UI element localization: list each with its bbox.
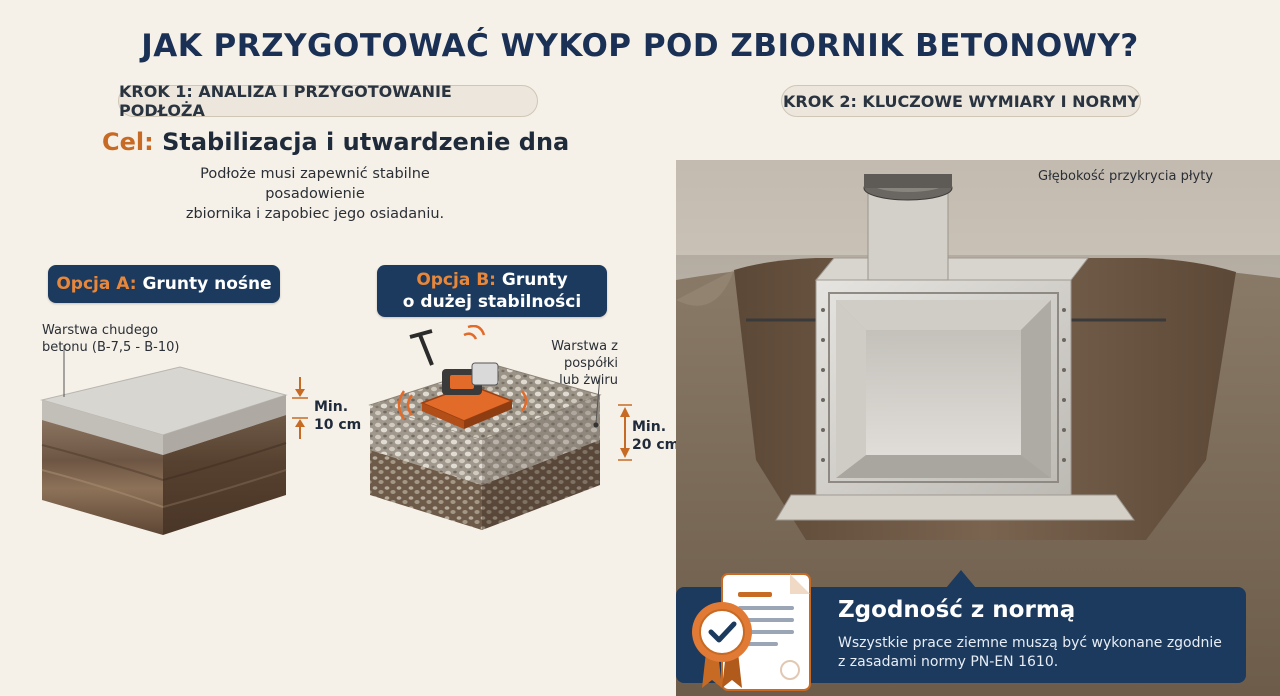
plate-compactor-icon <box>409 329 515 429</box>
goal-heading: Cel: Stabilizacja i utwardzenie dna <box>102 128 569 156</box>
goal-description-line1: Podłoże musi zapewnić stabilne posadowie… <box>200 166 430 202</box>
step1-badge: KROK 1: ANALIZA I PRZYGOTOWANIE PODŁOŻA <box>118 82 538 120</box>
option-b-prefix: Opcja B: <box>416 270 496 290</box>
norm-title: Zgodność z normą <box>838 597 1076 623</box>
option-a-layer-label: Warstwa chudego betonu (B-7,5 - B-10) <box>42 322 179 356</box>
option-b-min-line2: 20 cm <box>632 437 680 453</box>
norm-pointer <box>946 570 976 588</box>
goal-text: Stabilizacja i utwardzenie dna <box>162 128 570 156</box>
certificate-icon <box>692 573 811 691</box>
option-b-min-line1: Min. <box>632 419 667 435</box>
option-a-prefix: Opcja A: <box>56 274 137 294</box>
option-b-layer-line2: lub żwiru <box>559 373 618 388</box>
option-b-layer-label: Warstwa z pospółki lub żwiru <box>500 338 618 389</box>
option-b-illustration <box>368 325 632 530</box>
option-a-illustration <box>40 345 308 535</box>
option-a-label: Grunty nośne <box>142 274 272 294</box>
option-b-min-label: Min. 20 cm <box>632 418 679 454</box>
norm-text-line2: z zasadami normy PN-EN 1610. <box>838 654 1059 670</box>
option-b-label-line1: Grunty <box>501 270 568 290</box>
goal-description: Podłoże musi zapewnić stabilne posadowie… <box>150 164 480 224</box>
option-a-layer-line1: Warstwa chudego <box>42 323 159 338</box>
page-title: JAK PRZYGOTOWAĆ WYKOP POD ZBIORNIK BETON… <box>141 28 1139 64</box>
option-a-min-label: Min. 10 cm <box>314 398 361 434</box>
norm-text: Wszystkie prace ziemne muszą być wykonan… <box>838 634 1228 672</box>
option-a-min-line2: 10 cm <box>314 417 362 433</box>
option-a-min-line1: Min. <box>314 399 349 415</box>
option-a-layer-line2: betonu (B-7,5 - B-10) <box>42 340 180 355</box>
option-a-badge: Opcja A: Grunty nośne <box>48 265 280 303</box>
norm-text-line1: Wszystkie prace ziemne muszą być wykonan… <box>838 635 1222 651</box>
goal-prefix: Cel: <box>102 128 154 156</box>
option-b-layer-line1: Warstwa z pospółki <box>551 339 618 371</box>
cover-depth-label: Głębokość przykrycia płyty <box>1038 169 1214 184</box>
option-b-label-line2: o dużej stabilności <box>402 292 582 312</box>
step2-badge: KROK 2: KLUCZOWE WYMIARY I NORMY <box>781 85 1141 117</box>
option-b-badge: Opcja B: Grunty o dużej stabilności <box>377 265 607 317</box>
goal-description-line2: zbiornika i zapobiec jego osiadaniu. <box>185 206 445 222</box>
